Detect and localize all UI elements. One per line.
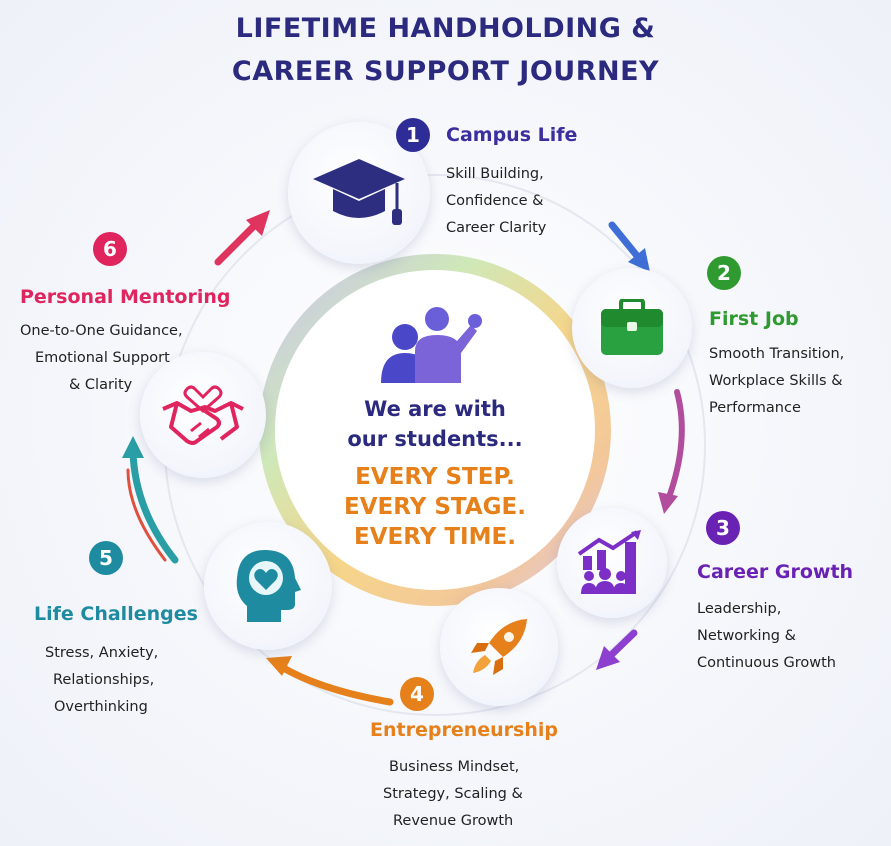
stage-1-title: Campus Life bbox=[446, 124, 578, 146]
stage-6-desc-line-2: Emotional Support bbox=[35, 350, 170, 366]
arrow-mentoring-to-campus bbox=[214, 218, 262, 266]
stage-1-desc-line-2: Confidence & bbox=[446, 193, 544, 209]
center-mentor-icon bbox=[375, 305, 485, 385]
diagram-title-line-2: CAREER SUPPORT JOURNEY bbox=[231, 56, 660, 87]
stage-6-title: Personal Mentoring bbox=[20, 286, 231, 308]
diagram-title-line-1: LIFETIME HANDHOLDING & bbox=[235, 13, 656, 44]
stage-5-desc-line-1: Stress, Anxiety, bbox=[45, 645, 159, 661]
stage-5-badge: 5 bbox=[89, 541, 123, 575]
stage-2-node bbox=[572, 268, 692, 388]
stage-3-title: Career Growth bbox=[697, 561, 854, 583]
stage-5-node bbox=[204, 522, 332, 650]
stage-1-badge: 1 bbox=[396, 118, 430, 152]
stage-6-desc-line-1: One-to-One Guidance, bbox=[20, 323, 183, 339]
arrow-job-to-growth bbox=[665, 389, 685, 503]
head-heart-icon bbox=[236, 550, 301, 622]
stage-6-desc-line-3: & Clarity bbox=[69, 377, 133, 393]
stage-4-title: Entrepreneurship bbox=[370, 719, 558, 741]
stage-2-desc-line-3: Performance bbox=[709, 400, 801, 416]
stage-3-desc-line-2: Networking & bbox=[697, 628, 796, 644]
arrow-challenges-to-mentoring bbox=[129, 448, 179, 564]
stage-4-desc-line-3: Revenue Growth bbox=[393, 813, 514, 829]
stage-1-desc-line-3: Career Clarity bbox=[446, 220, 547, 236]
rocket-icon bbox=[471, 619, 527, 675]
center-message-line-1: We are with bbox=[364, 397, 506, 421]
center-tagline-line-2: EVERY STAGE. bbox=[344, 494, 526, 520]
stage-6-node bbox=[140, 352, 266, 478]
stage-2-title: First Job bbox=[709, 308, 799, 330]
center-tagline-line-1: EVERY STEP. bbox=[355, 464, 515, 490]
stage-4-desc-line-1: Business Mindset, bbox=[389, 759, 520, 775]
stage-6-badge: 6 bbox=[93, 232, 127, 266]
stage-2-desc-line-2: Workplace Skills & bbox=[709, 373, 843, 389]
briefcase-icon bbox=[601, 299, 663, 355]
stage-2-desc-line-1: Smooth Transition, bbox=[709, 346, 845, 362]
stage-4-badge: 4 bbox=[400, 677, 434, 711]
stage-3-node bbox=[557, 508, 667, 618]
handshake-heart-icon bbox=[162, 385, 244, 445]
stage-5-title: Life Challenges bbox=[34, 603, 198, 625]
stage-4-desc-line-2: Strategy, Scaling & bbox=[383, 786, 523, 802]
arrow-entrepreneurship-to-challenges bbox=[276, 662, 394, 706]
growth-chart-team-icon bbox=[577, 530, 641, 594]
stage-4-node bbox=[440, 588, 558, 706]
stage-3-desc-line-3: Continuous Growth bbox=[697, 655, 836, 671]
center-message-line-2: our students... bbox=[347, 427, 523, 451]
stage-1-desc-line-1: Skill Building, bbox=[446, 166, 544, 182]
stage-5-desc-line-2: Relationships, bbox=[53, 672, 155, 688]
stage-3-badge: 3 bbox=[706, 511, 740, 545]
stage-5-desc-line-3: Overthinking bbox=[54, 699, 148, 715]
center-tagline-line-3: EVERY TIME. bbox=[354, 524, 516, 550]
stage-3-desc-line-1: Leadership, bbox=[697, 601, 782, 617]
graduation-cap-icon bbox=[313, 159, 405, 225]
stage-2-badge: 2 bbox=[707, 256, 741, 290]
